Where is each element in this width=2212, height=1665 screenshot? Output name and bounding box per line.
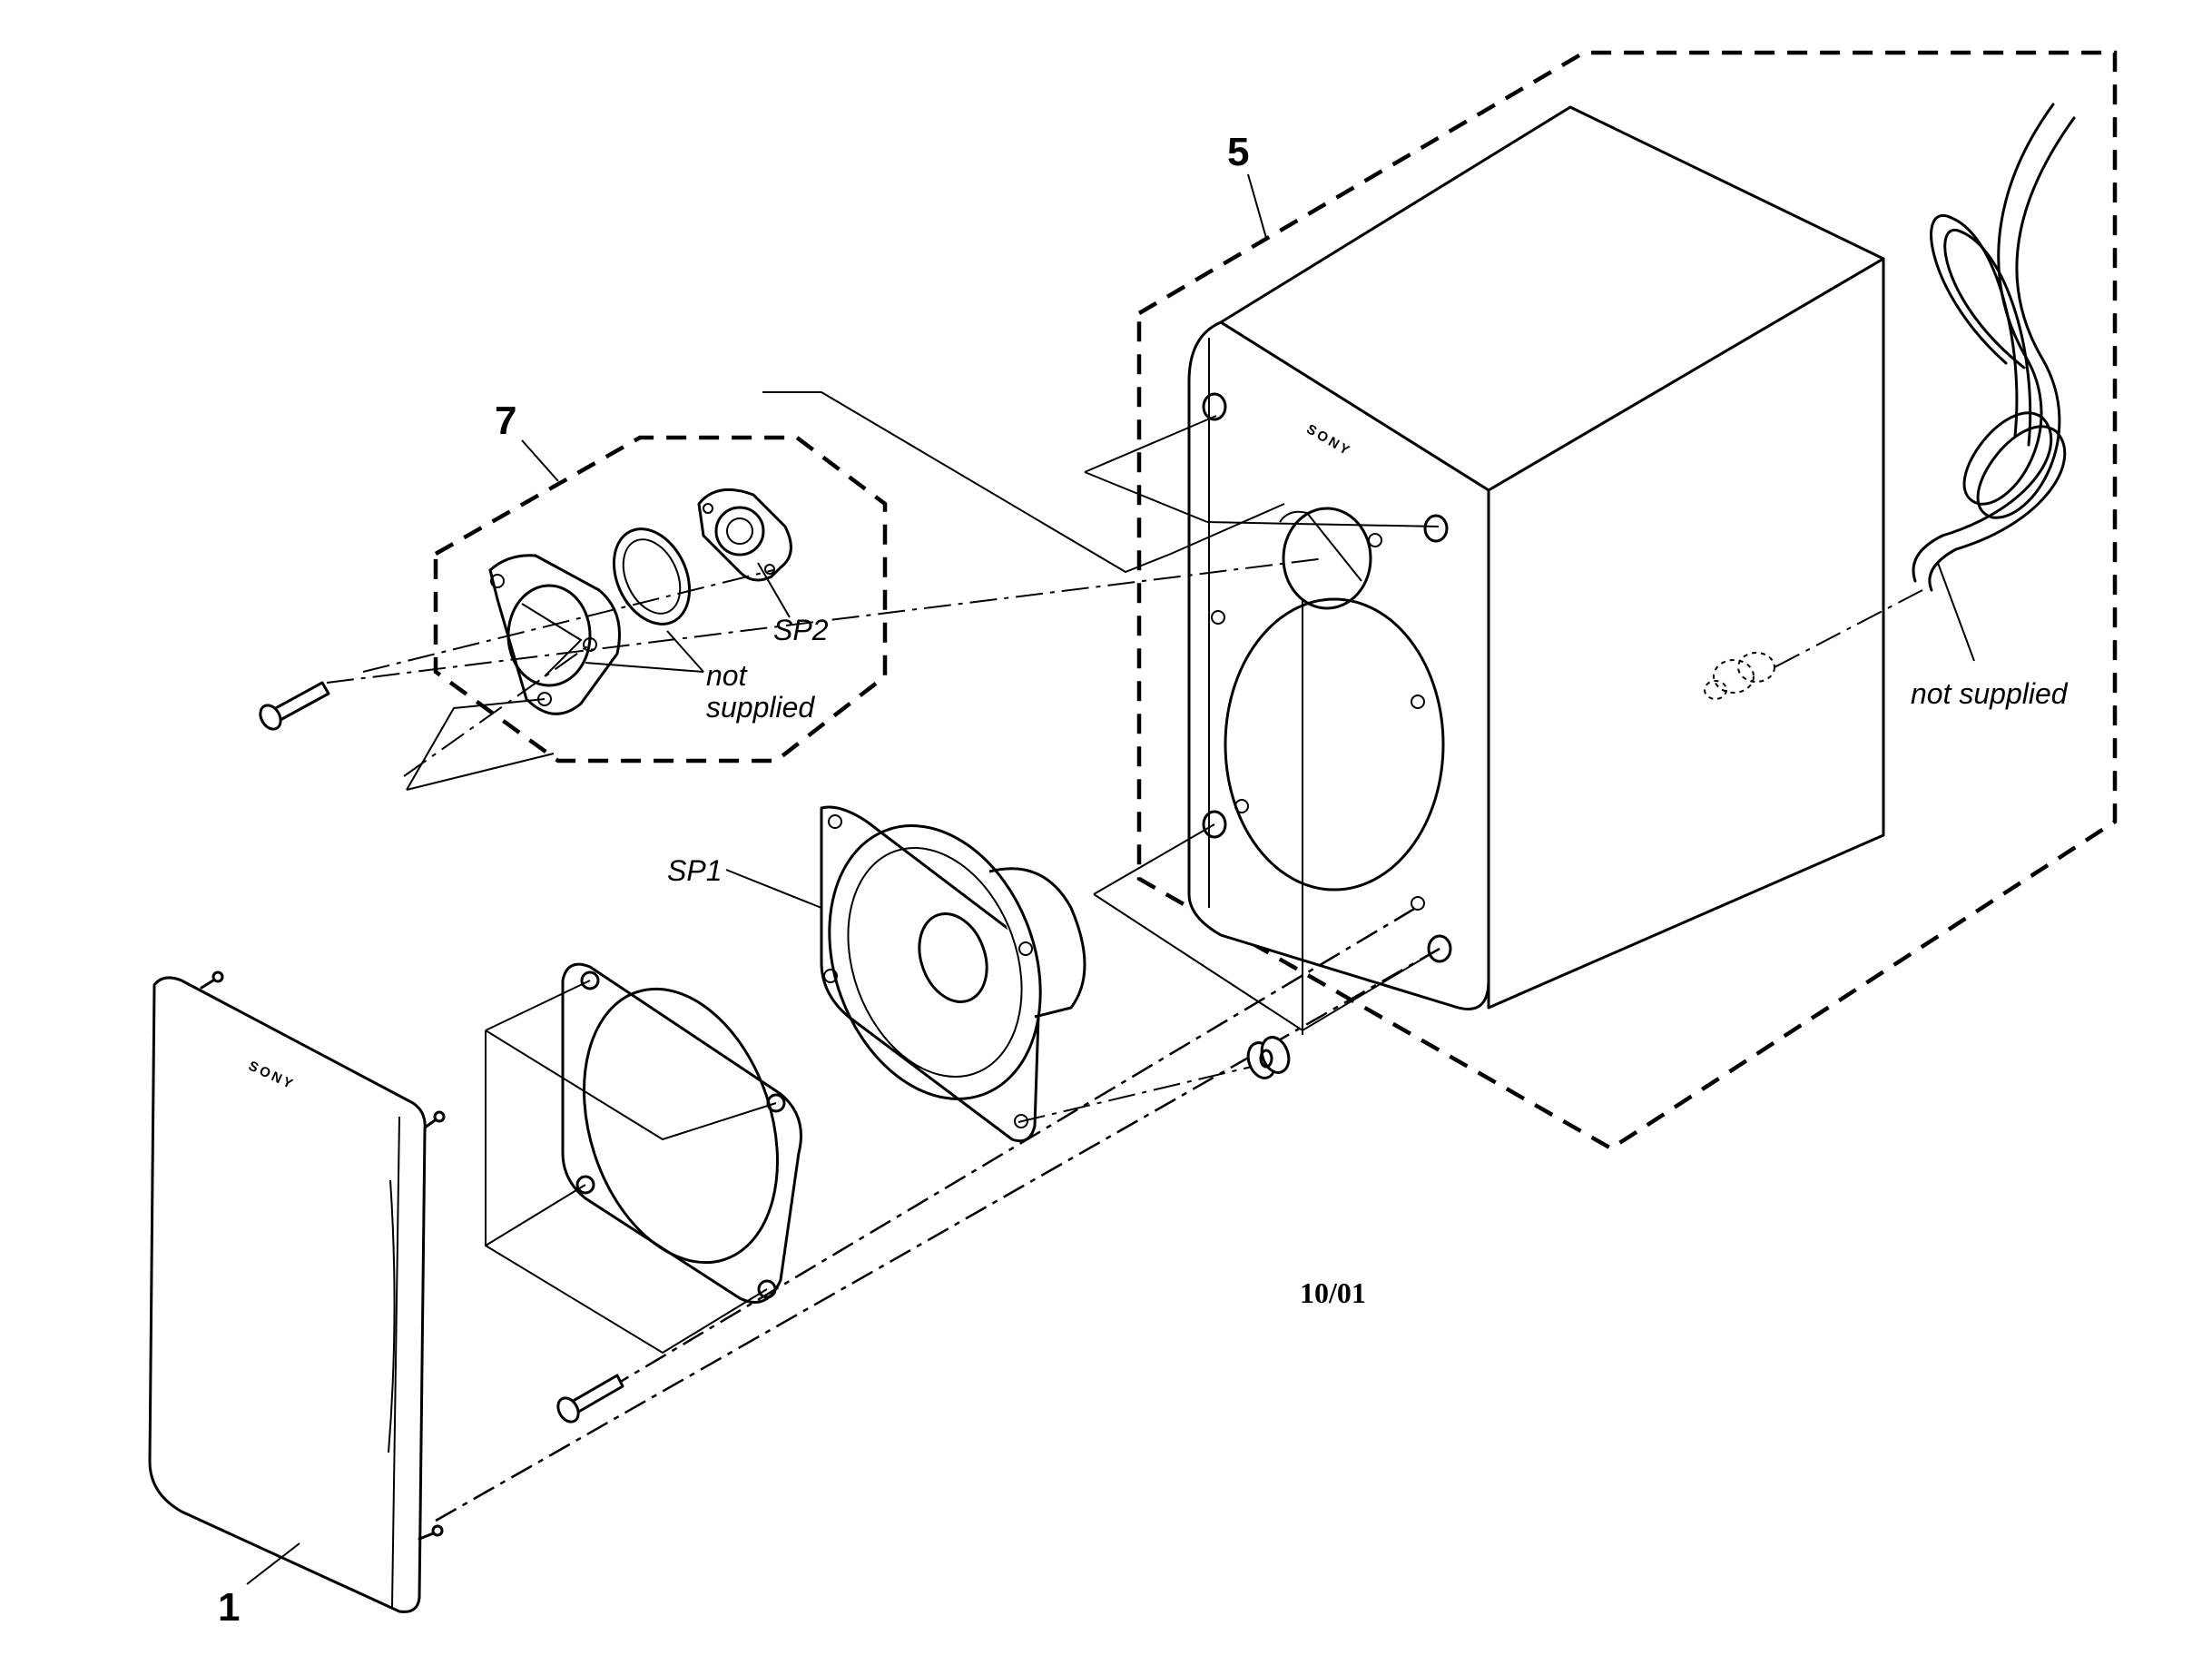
cabinet-small-hole [1411,695,1425,709]
grille-curve [388,1179,396,1453]
woofer-frame-hole [823,969,838,983]
part-5-leader [1247,173,1267,239]
part-7-leader [521,439,559,482]
tweeter-to-cabinet-projection [1206,521,1440,527]
cable-tail [1912,534,1944,583]
gasket-hole [766,1093,786,1113]
tweeter-chain-line [403,644,591,777]
sp2-label: SP2 [773,614,829,646]
not-supplied-leader [666,630,704,673]
part-1-leader [246,1542,300,1585]
woofer-frame-hole [1014,1114,1028,1128]
cabinet-tweeter-hole [1282,507,1372,610]
tweeter-projection-line [406,698,546,791]
cable-wire [1941,103,2055,537]
tweeter-ring-gasket [612,527,692,626]
terminal-grommet [1246,1036,1291,1079]
cabinet-small-hole [1411,896,1425,911]
date-code: 10/01 [1300,1276,1366,1309]
sp1-label: SP1 [667,854,722,887]
cabinet-screw-hole [1427,934,1452,963]
not-supplied-leader [585,662,704,673]
woofer-frame-hole [828,814,842,829]
cabinet-assembly: SONY [1136,50,2118,1151]
cabinet-woofer-hole [1224,597,1445,892]
grille-body [148,976,427,1613]
grille-edge [391,1116,400,1608]
tweeter-to-cabinet-projection [762,391,1285,574]
tweeter-ring-gasket-inner [622,538,682,615]
tweeter-screw [259,681,330,731]
cabinet-small-hole [1211,610,1225,625]
cabinet-screw-hole [1202,810,1227,839]
woofer-dust-cap [918,912,988,1003]
cable-not-supplied-label: not supplied [1911,677,2069,710]
woofer-frame-hole [1018,941,1033,956]
part-5-label: 5 [1227,130,1249,174]
cable-to-terminal-chain-line [1774,589,1923,668]
woofer-chain-line [1018,1061,1272,1123]
gasket-opening [583,987,779,1265]
grille-pin-head [211,970,224,983]
tweeter-assembly [433,435,888,764]
sp1-woofer-unit [820,805,1086,1143]
tweeter-to-cabinet-projection [1084,415,1217,523]
cabinet-screw-hole [1202,392,1227,421]
woofer-chain-line [607,906,1417,1391]
cable-wire [1954,116,2076,551]
cabinet-screw-hole [1423,514,1449,543]
rear-terminal-hidden [1704,652,1775,700]
cable-tail [1928,547,1958,592]
grille-pin-head [431,1524,444,1537]
cable-loop [1930,214,2019,438]
gasket-hole [580,970,600,990]
not-supplied-label-line2: supplied [706,691,815,724]
tweeter-plate-inner [521,603,583,677]
cabinet-front-face [1187,320,1490,1010]
sp2-leader [757,562,791,618]
cable-label-leader [1937,562,1975,662]
tweeter-plate-hole [583,637,597,652]
cabinet-small-hole [1368,533,1382,547]
woofer-projection-box [485,980,777,1355]
woofer-cone-inner [847,847,1023,1078]
tweeter-chain-line [362,569,774,673]
front-grille: SONY [148,970,446,1613]
sp2-tweeter-unit [697,488,792,582]
woofer-magnet [988,867,1086,1019]
not-supplied-label-line1: not [706,659,748,692]
sp1-leader [725,869,822,909]
cabinet-small-hole [1234,799,1249,813]
tweeter-plate-hole [490,574,505,588]
part-7-label: 7 [495,399,516,443]
part-1-label: 1 [218,1585,240,1630]
tweeter-chain-line [326,557,1326,684]
tweeter-projection-line [406,753,555,791]
cabinet-group-dashed-outline [1136,50,2118,1151]
woofer-screw [556,1374,624,1424]
cable-loop [1943,228,2032,447]
cabinet-tweeter-ring [1279,510,1362,582]
speaker-cable [1774,103,2076,668]
woofer-cone-outer [828,824,1042,1100]
gasket-hole [575,1175,595,1195]
woofer-frame [820,805,1042,1143]
grille-pin-head [433,1110,446,1123]
